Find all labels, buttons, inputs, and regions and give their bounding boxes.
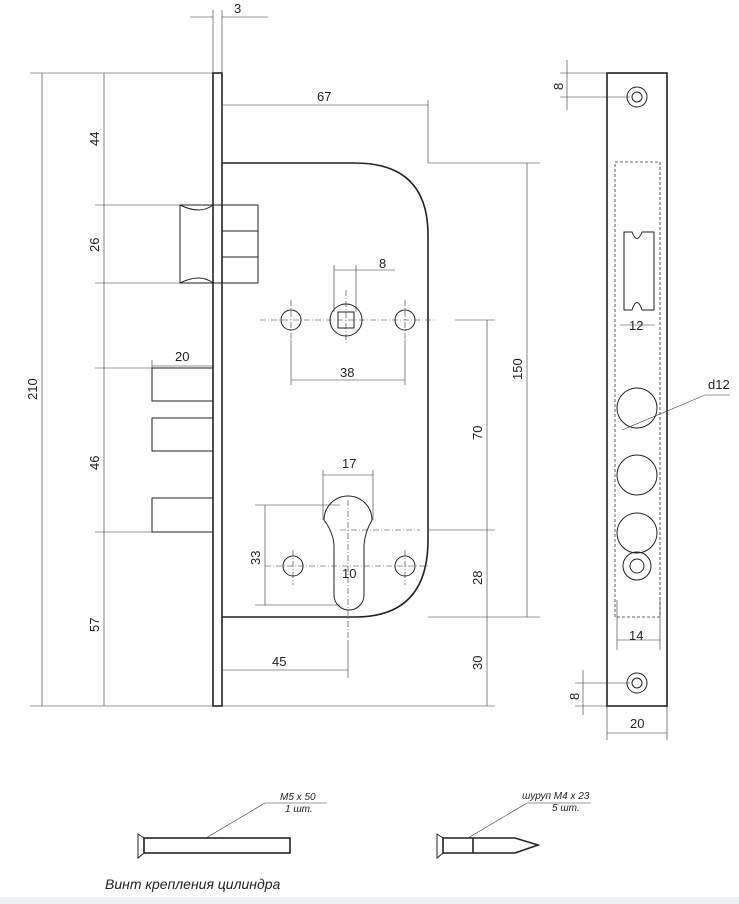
dim-side-8-top: 8 [551,83,566,90]
wood-screw-qty: 5 шт. [552,803,580,814]
faceplate [212,72,223,707]
drawing-stroke [151,497,214,533]
drawing-stroke [614,161,661,618]
drawing-stroke [137,833,145,860]
dim-17: 17 [342,456,356,471]
faceplate-side [606,72,668,707]
dim-33: 33 [248,551,263,565]
dim-67: 67 [317,89,331,104]
drawing-stroke [30,10,540,707]
dim-side-14: 14 [629,628,643,643]
dim-3: 3 [234,1,241,16]
dim-150: 150 [510,358,525,380]
cylinder-screw-spec: M5 x 50 [280,792,316,803]
bolt-hole [616,387,658,429]
drawing-stroke [631,91,643,103]
wood-screw: шуруп M4 x 23 5 шт. [436,791,591,860]
dim-10: 10 [342,566,356,581]
dim-26: 26 [87,238,102,252]
dim-38: 38 [340,365,354,380]
dim-side-8-bottom: 8 [567,693,582,700]
dim-46: 46 [87,456,102,470]
drawing-stroke [442,837,541,854]
dim-28: 28 [470,571,485,585]
latch-bolt [179,204,259,284]
drawing-stroke [560,60,730,740]
drawing-stroke [467,802,591,839]
cylinder-screw-caption: Винт крепления цилиндра [105,876,281,892]
drawing-stroke [622,551,652,581]
dim-57: 57 [87,618,102,632]
wood-screw-spec: шуруп M4 x 23 [522,791,590,802]
dim-210: 210 [25,378,40,400]
dim-8: 8 [379,256,386,271]
dead-bolts [151,367,214,533]
drawing-stroke [179,204,259,284]
lock-front-view [151,72,435,707]
dim-30: 30 [470,656,485,670]
dim-20: 20 [175,349,189,364]
cylinder-screw-qty: 1 шт. [285,804,313,815]
bolt-hole [616,454,658,496]
dim-side-20: 20 [630,716,644,731]
lock-side-view: 8 12 d12 14 8 20 [551,60,730,740]
dim-side-12: 12 [629,318,643,333]
latch-opening [623,231,655,311]
dim-44: 44 [87,132,102,146]
dimension-lines: 3 67 44 26 8 210 20 38 150 70 46 17 33 1… [25,1,540,707]
drawing-stroke [151,367,214,402]
dim-45: 45 [272,654,286,669]
drawing-stroke [260,290,435,640]
drawing-stroke [436,833,444,860]
lock-body [222,162,429,618]
drawing-stroke [629,558,645,574]
bolt-hole [616,512,658,554]
dim-70: 70 [470,426,485,440]
cylinder-screw: M5 x 50 1 шт. [137,792,327,860]
drawing-stroke [205,802,327,839]
dim-side-d12: d12 [708,377,730,392]
cylinder-cutout [323,495,373,611]
drawing-stroke [143,837,291,854]
drawing-stroke [631,677,643,689]
drawing-stroke [151,417,214,452]
bottom-band [0,897,739,904]
